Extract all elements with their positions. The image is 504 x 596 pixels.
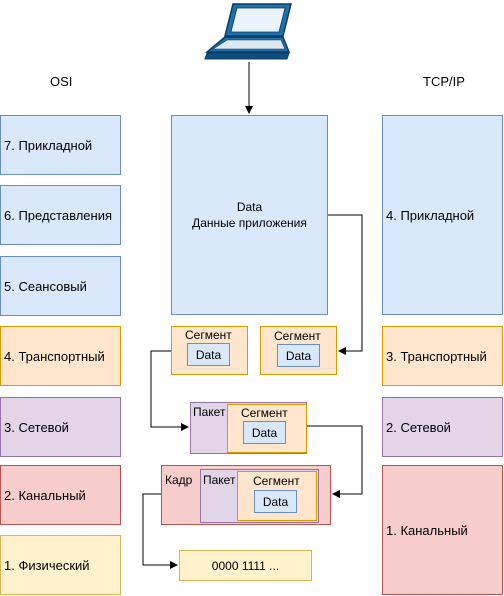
arrow-segment-to-packet — [150, 350, 189, 431]
segment-block: Сегмент Data — [227, 404, 307, 453]
data-block: Data — [254, 490, 297, 513]
osi-layer-label: 5. Сеансовый — [4, 278, 87, 294]
tcpip-layer-label: 4. Прикладной — [386, 207, 475, 223]
packet-block: Пакет Сегмент Data — [190, 402, 307, 454]
packet-block: Пакет Сегмент Data — [200, 469, 319, 523]
application-data-line2: Данные приложения — [192, 216, 307, 230]
tcpip-layer-transport: 3. Транспортный — [382, 326, 503, 386]
data-block: Data — [243, 421, 286, 444]
osi-layer-label: 4. Транспортный — [4, 348, 105, 364]
osi-header: OSI — [50, 74, 73, 89]
tcpip-layer-label: 2. Сетевой — [386, 419, 451, 435]
tcpip-layer-link: 1. Канальный — [382, 465, 503, 595]
osi-layer-label: 6. Представления — [4, 207, 112, 223]
osi-layer-application: 7. Прикладной — [0, 115, 121, 175]
osi-layer-network: 3. Сетевой — [0, 397, 121, 457]
osi-layer-label: 1. Физический — [4, 557, 90, 573]
data-block: Data — [277, 344, 320, 367]
frame-label: Кадр — [165, 473, 193, 487]
data-block: Data — [187, 343, 230, 366]
laptop-icon — [203, 2, 293, 62]
arrow-data-to-segments — [328, 214, 363, 355]
tcpip-layer-label: 3. Транспортный — [386, 348, 487, 364]
osi-layer-presentation: 6. Представления — [0, 185, 121, 245]
segment-block: Сегмент Data — [260, 326, 337, 375]
segment-label: Сегмент — [253, 474, 300, 488]
osi-layer-label: 2. Канальный — [4, 487, 86, 503]
segment-block: Сегмент Data — [171, 326, 248, 375]
application-data-line1: Data — [236, 200, 263, 214]
segment-label: Сегмент — [241, 406, 288, 420]
arrow-packet-to-frame — [307, 425, 363, 498]
tcpip-layer-internet: 2. Сетевой — [382, 397, 503, 457]
frame-block: Кадр Пакет Сегмент Data — [161, 465, 331, 525]
tcpip-layer-application: 4. Прикладной — [382, 115, 503, 315]
application-data-block: Data Данные приложения — [171, 115, 328, 315]
bits-block: 0000 1111 ... — [179, 550, 312, 581]
arrow-frame-to-bits — [142, 493, 178, 569]
osi-layer-datalink: 2. Канальный — [0, 465, 121, 525]
segment-label: Сегмент — [274, 329, 321, 343]
osi-layer-transport: 4. Транспортный — [0, 326, 121, 386]
segment-label: Сегмент — [185, 328, 232, 342]
packet-label: Пакет — [203, 473, 236, 487]
osi-layer-physical: 1. Физический — [0, 535, 121, 595]
osi-layer-label: 3. Сетевой — [4, 419, 69, 435]
osi-layer-label: 7. Прикладной — [4, 137, 93, 153]
tcpip-layer-label: 1. Канальный — [386, 522, 468, 538]
tcpip-header: TCP/IP — [423, 74, 465, 89]
packet-label: Пакет — [193, 405, 226, 419]
segment-block: Сегмент Data — [237, 471, 317, 521]
osi-layer-session: 5. Сеансовый — [0, 256, 121, 316]
